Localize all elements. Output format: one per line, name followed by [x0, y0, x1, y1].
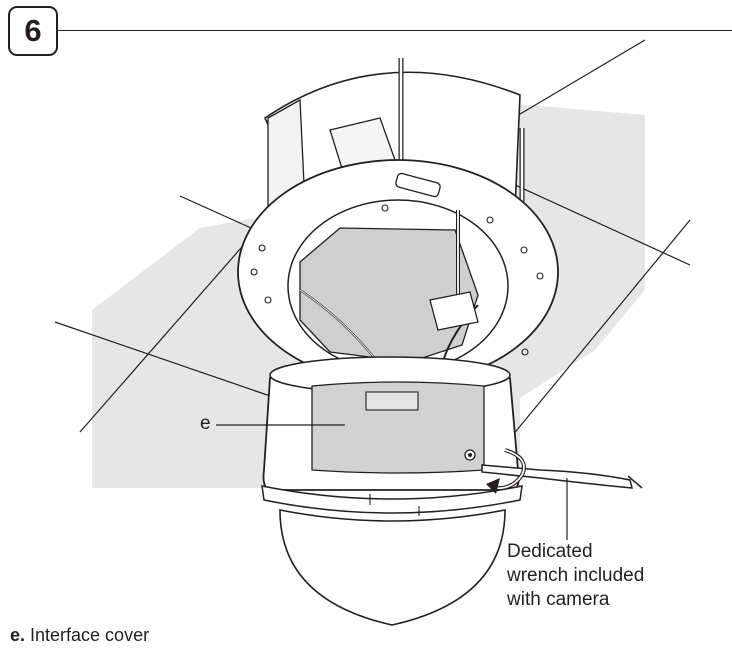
ceiling-line — [79, 239, 249, 433]
callout-e: e — [200, 413, 211, 434]
figure-caption: e. Interface cover — [10, 625, 149, 646]
ceiling-line — [499, 177, 691, 266]
wrench-label-line: Dedicated — [507, 541, 593, 562]
wrench-label: Dedicated wrench included with camera — [507, 540, 644, 612]
wrench — [481, 464, 633, 489]
rotation-arrowhead — [486, 478, 500, 494]
ceiling-line — [54, 321, 277, 399]
step-number-badge: 6 — [8, 6, 58, 56]
ceiling-line — [511, 219, 691, 437]
wrench-tip — [627, 475, 643, 489]
wrench-label-line: with camera — [507, 589, 610, 610]
rotation-arrow — [493, 449, 525, 490]
step-header-rule — [58, 30, 732, 31]
camera-base-band — [261, 485, 523, 514]
ceiling-line — [179, 195, 261, 233]
caption-letter: e. — [10, 625, 26, 645]
cover-tab — [365, 391, 419, 411]
bracket — [429, 291, 479, 331]
safety-wire — [299, 289, 381, 366]
camera-dome — [279, 509, 506, 626]
mounting-plate — [299, 227, 479, 363]
connector — [395, 172, 441, 198]
caption-text: Interface cover — [25, 625, 150, 645]
wrench-label-line: wrench included — [507, 565, 645, 586]
ceiling-line — [509, 39, 646, 121]
